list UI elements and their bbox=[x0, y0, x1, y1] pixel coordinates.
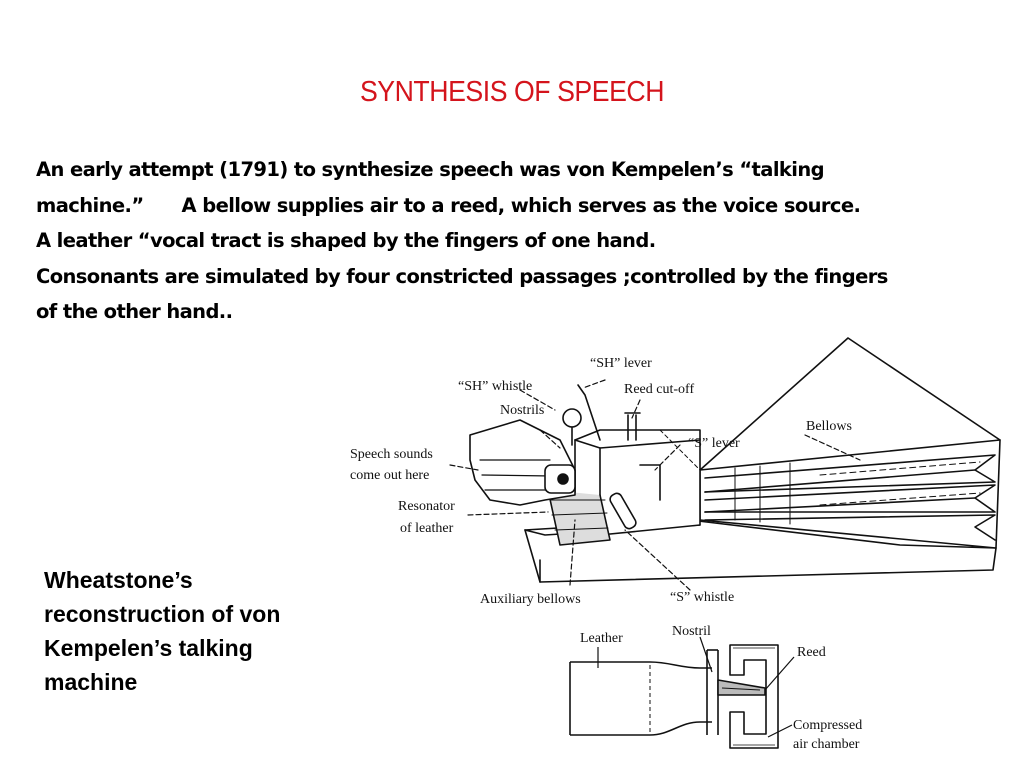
label-s-lever: “S” lever bbox=[688, 436, 740, 451]
label-resonator-1: Resonator bbox=[398, 499, 455, 514]
slide-title: SYNTHESIS OF SPEECH bbox=[359, 76, 665, 108]
paragraph-line-3: A leather “vocal tract is shaped by the … bbox=[36, 229, 656, 252]
paragraph-line-4: Consonants are simulated by four constri… bbox=[36, 264, 888, 288]
caption-line-1: Wheatstone’s bbox=[44, 567, 193, 593]
label-bellows: Bellows bbox=[806, 419, 852, 434]
label-sh-lever: “SH” lever bbox=[590, 356, 652, 371]
caption-line-2: reconstruction of von bbox=[44, 601, 281, 627]
leather-tube-drawing bbox=[569, 661, 712, 736]
paragraph-line-2a: machine.” bbox=[36, 193, 144, 217]
label-auxiliary-bellows: Auxiliary bellows bbox=[480, 592, 581, 607]
paragraph-line-1: An early attempt (1791) to synthesize sp… bbox=[36, 158, 825, 181]
label-speech-sounds-2: come out here bbox=[350, 468, 429, 483]
paragraph-line-5: of the other hand.. bbox=[36, 300, 233, 323]
detail-labels: Leather Nostril Reed Compressed air cham… bbox=[580, 624, 862, 752]
paragraph-line-2: machine.” A bellow supplies air to a reed… bbox=[36, 188, 1006, 224]
air-chamber-drawing bbox=[729, 644, 779, 749]
levers-drawing bbox=[562, 384, 661, 530]
bellows-drawing bbox=[699, 337, 1001, 549]
label-reed-cutoff: Reed cut-off bbox=[624, 382, 694, 397]
label-nostril: Nostril bbox=[672, 624, 711, 639]
machine-labels: “SH” lever “SH” whistle Reed cut-off Nos… bbox=[350, 356, 852, 607]
caption-line-3: Kempelen’s talking bbox=[44, 635, 253, 661]
label-resonator-2: of leather bbox=[400, 521, 454, 536]
label-sh-whistle: “SH” whistle bbox=[458, 379, 532, 394]
label-compressed-2: air chamber bbox=[793, 737, 860, 752]
intro-paragraph: An early attempt (1791) to synthesize sp… bbox=[36, 152, 1006, 330]
paragraph-line-2b: A bellow supplies air to a reed, which s… bbox=[181, 193, 861, 217]
detail-leader-lines bbox=[597, 636, 795, 738]
resonator-drawing bbox=[469, 419, 611, 546]
leader-lines bbox=[449, 379, 861, 591]
label-compressed-1: Compressed bbox=[793, 718, 862, 733]
label-reed: Reed bbox=[797, 645, 826, 660]
caption-line-4: machine bbox=[44, 669, 138, 695]
label-leather: Leather bbox=[580, 631, 623, 646]
figure-caption: Wheatstone’s reconstruction of von Kempe… bbox=[44, 563, 354, 699]
reed-drawing bbox=[717, 679, 766, 696]
label-speech-sounds-1: Speech sounds bbox=[350, 447, 433, 462]
label-nostrils: Nostrils bbox=[500, 403, 544, 418]
label-s-whistle: “S” whistle bbox=[670, 590, 734, 605]
